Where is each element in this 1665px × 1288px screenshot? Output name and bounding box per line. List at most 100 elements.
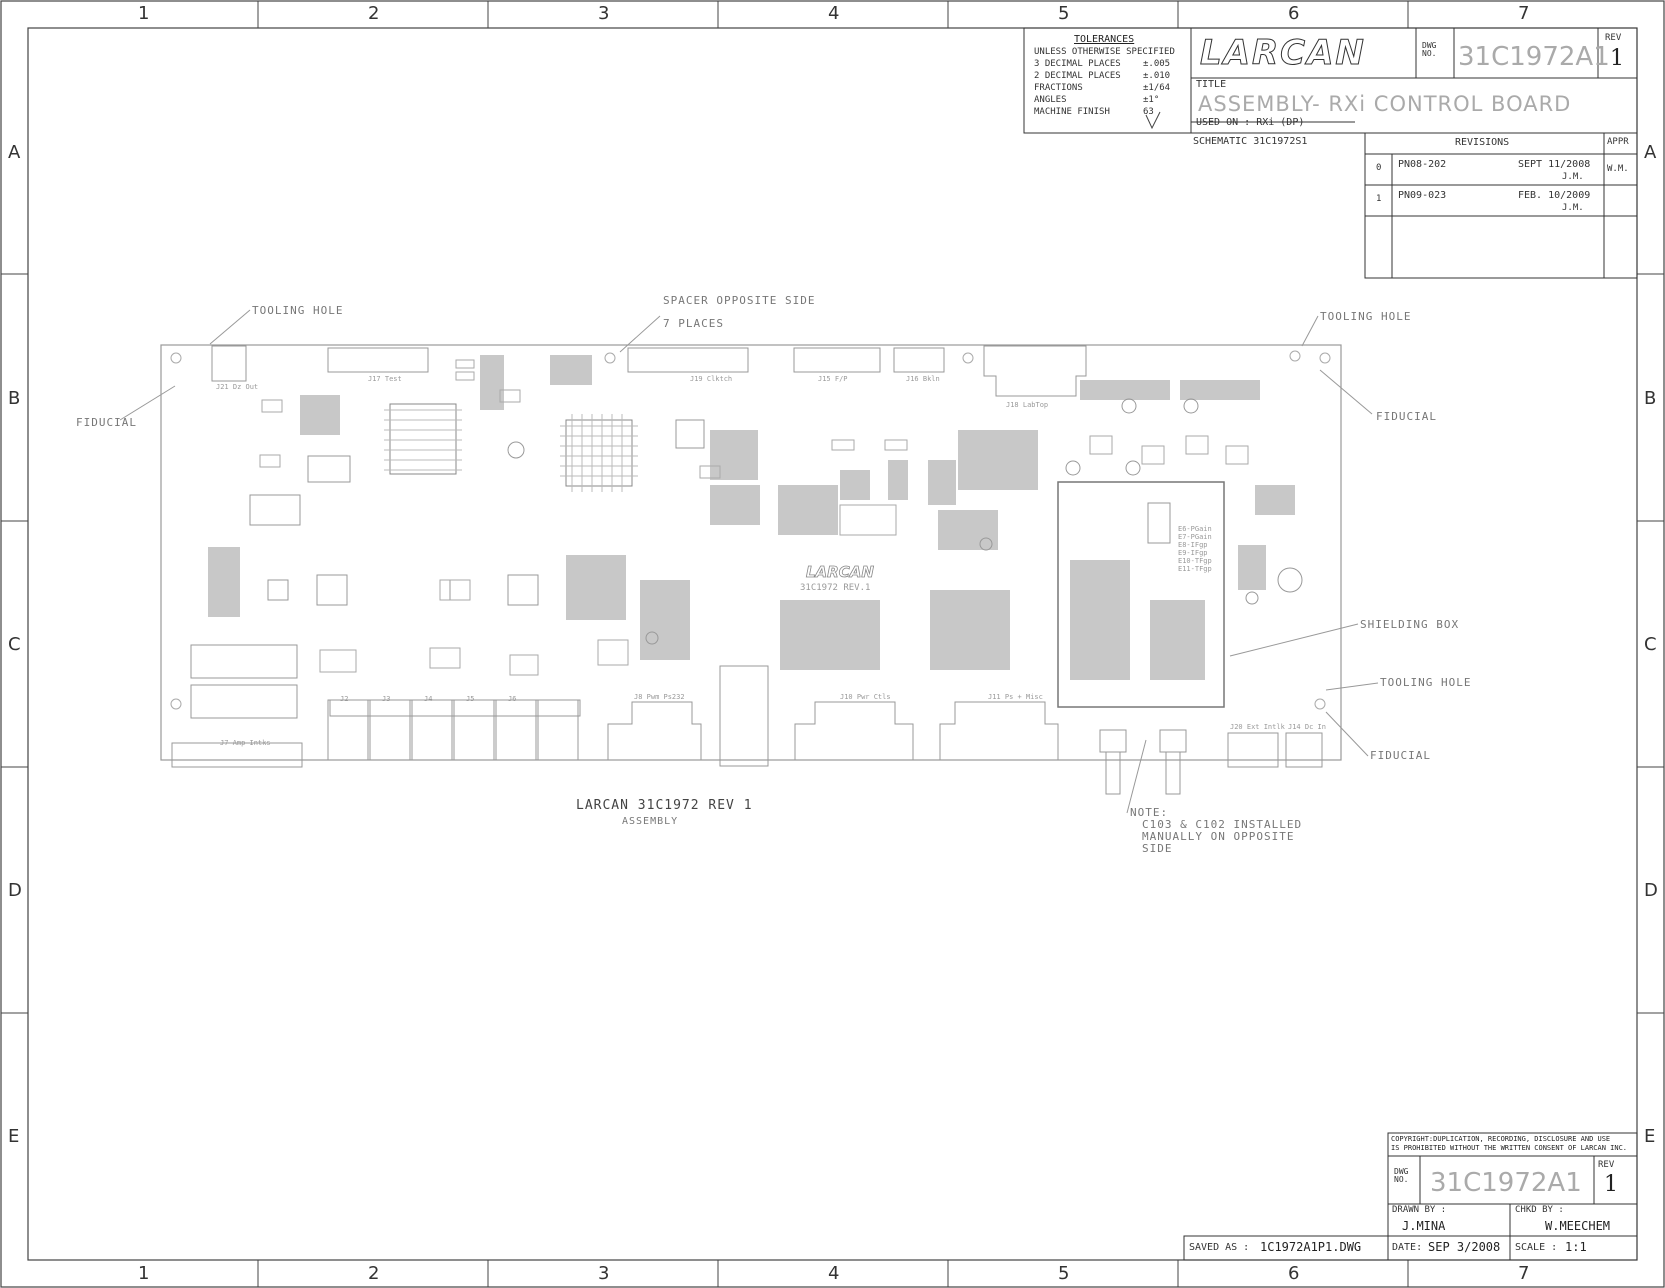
revision-row-0-by: J.M. xyxy=(1562,172,1584,182)
saved-as-label: SAVED AS : xyxy=(1189,1242,1250,1253)
shield-label-5: E11-TFgp xyxy=(1178,565,1212,573)
spacer-label: SPACER OPPOSITE SIDE xyxy=(663,294,816,307)
fiducial-bottom-label: FIDUCIAL xyxy=(1370,749,1431,762)
zone-col-5-bottom: 5 xyxy=(1058,1263,1070,1284)
board-connector-j7: J7 Amp Intks xyxy=(220,739,271,747)
date: SEP 3/2008 xyxy=(1428,1240,1501,1254)
zone-row-b-left: B xyxy=(8,388,21,409)
board-connector-j3: J3 xyxy=(382,695,391,703)
zone-col-3-top: 3 xyxy=(598,3,610,24)
board-connector-j18: J18 LabTop xyxy=(1006,401,1049,409)
board-connector-j4: J4 xyxy=(424,695,433,703)
dwg-no-label-top: DWG NO. xyxy=(1422,41,1437,58)
board-connector-j17: J17 Test xyxy=(368,375,402,383)
zone-col-6-top: 6 xyxy=(1288,3,1300,24)
dwg-no-bottom: 31C1972A1 xyxy=(1430,1168,1582,1198)
zone-row-e-right: E xyxy=(1644,1126,1656,1147)
zone-row-e-left: E xyxy=(8,1126,20,1147)
tolerances-value-4: ±1° xyxy=(1143,95,1160,105)
zone-col-3-bottom: 3 xyxy=(598,1263,610,1284)
revision-row-0-rev: 0 xyxy=(1376,163,1382,173)
board-connector-j19: J19 Clktch xyxy=(690,375,733,383)
rev-label-top: REV xyxy=(1605,33,1622,43)
board-part-number: 31C1972 REV.1 xyxy=(800,583,871,593)
tolerances-value-5: 63 xyxy=(1143,107,1154,117)
note-title: NOTE: xyxy=(1130,806,1169,819)
zone-col-2-top: 2 xyxy=(368,3,380,24)
chkd-by: W.MEECHEM xyxy=(1545,1219,1611,1233)
zone-col-1-top: 1 xyxy=(138,3,150,24)
larcan-logo-title: LARCAN xyxy=(1200,33,1366,73)
assembly-caption: LARCAN 31C1972 REV 1 xyxy=(576,798,753,813)
board-connector-j8: J8 Pwm Ps232 xyxy=(634,693,685,701)
zone-row-d-right: D xyxy=(1644,880,1658,901)
copyright-line-2: IS PROHIBITED WITHOUT THE WRITTEN CONSEN… xyxy=(1391,1144,1628,1152)
zone-col-4-top: 4 xyxy=(828,3,840,24)
shielding-box-label: SHIELDING BOX xyxy=(1360,618,1460,631)
zone-col-2-bottom: 2 xyxy=(368,1263,380,1284)
zone-row-d-left: D xyxy=(8,880,22,901)
board-connector-j21: J21 Dz Out xyxy=(216,383,259,391)
zone-row-a-left: A xyxy=(8,142,21,163)
revision-row-0-date: SEPT 11/2008 xyxy=(1518,159,1591,170)
drawing-title: ASSEMBLY- RXi CONTROL BOARD xyxy=(1198,92,1572,116)
zone-row-b-right: B xyxy=(1644,388,1657,409)
schematic-ref: SCHEMATIC 31C1972S1 xyxy=(1193,136,1308,147)
tooling-hole-mid-label: TOOLING HOLE xyxy=(1380,676,1472,689)
zone-col-1-bottom: 1 xyxy=(138,1263,150,1284)
tolerances-line-2: 2 DECIMAL PLACES xyxy=(1034,71,1121,81)
dwg-no-label-bottom: DWG NO. xyxy=(1394,1167,1409,1184)
board-connector-j2: J2 xyxy=(340,695,349,703)
board-logo: LARCAN xyxy=(806,563,875,581)
copyright-line-1: COPYRIGHT:DUPLICATION, RECORDING, DISCLO… xyxy=(1391,1135,1611,1143)
board-connector-j15: J15 F/P xyxy=(818,375,848,383)
zone-col-7-bottom: 7 xyxy=(1518,1263,1530,1284)
shield-label-2: E8-IFgp xyxy=(1178,541,1208,549)
revisions-appr-header: APPR xyxy=(1607,137,1629,147)
zone-col-4-bottom: 4 xyxy=(828,1263,840,1284)
tolerances-line-1: 3 DECIMAL PLACES xyxy=(1034,59,1121,69)
rev-bottom: 1 xyxy=(1604,1172,1618,1197)
tolerances-title: TOLERANCES xyxy=(1074,34,1135,45)
title-label: TITLE xyxy=(1196,79,1227,90)
shield-label-1: E7-PGain xyxy=(1178,533,1212,541)
shield-label-3: E9-IFgp xyxy=(1178,549,1208,557)
shield-label-0: E6-PGain xyxy=(1178,525,1212,533)
rev-label-bottom: REV xyxy=(1598,1160,1615,1170)
revision-row-1-pn: PN09-023 xyxy=(1398,190,1447,201)
rev-top: 1 xyxy=(1610,46,1624,71)
scale-label: SCALE : xyxy=(1515,1242,1558,1253)
revision-row-1-date: FEB. 10/2009 xyxy=(1518,190,1591,201)
date-label: DATE: xyxy=(1392,1242,1423,1253)
assembly-caption-sub: ASSEMBLY xyxy=(622,816,679,827)
tolerances-value-2: ±.010 xyxy=(1143,71,1171,81)
drawn-by: J.MINA xyxy=(1402,1219,1446,1233)
zone-row-c-right: C xyxy=(1644,634,1657,655)
zone-col-5-top: 5 xyxy=(1058,3,1070,24)
board-connector-j14: J14 Dc In xyxy=(1288,723,1326,731)
tolerances-value-1: ±.005 xyxy=(1143,59,1171,69)
fiducial-left-label: FIDUCIAL xyxy=(76,416,137,429)
zone-col-7-top: 7 xyxy=(1518,3,1530,24)
note-line-2: SIDE xyxy=(1142,842,1173,855)
tooling-hole-right-label: TOOLING HOLE xyxy=(1320,310,1412,323)
drawn-by-label: DRAWN BY : xyxy=(1392,1205,1447,1215)
revision-row-1-by: J.M. xyxy=(1562,203,1584,213)
used-on: USED ON : RXi (DP) xyxy=(1196,117,1305,128)
shield-label-4: E10-TFgp xyxy=(1178,557,1212,565)
note-line-0: C103 & C102 INSTALLED xyxy=(1142,818,1303,831)
revision-row-0-pn: PN08-202 xyxy=(1398,159,1447,170)
tolerances-line-4: ANGLES xyxy=(1034,95,1067,105)
tooling-hole-left-label: TOOLING HOLE xyxy=(252,304,344,317)
revision-row-1-rev: 1 xyxy=(1376,194,1382,204)
board-connector-j20: J20 Ext Intlk xyxy=(1230,723,1285,731)
note-line-1: MANUALLY ON OPPOSITE xyxy=(1142,830,1295,843)
tolerances-line-0: UNLESS OTHERWISE SPECIFIED xyxy=(1034,47,1175,57)
saved-as: 1C1972A1P1.DWG xyxy=(1260,1240,1362,1254)
scale: 1:1 xyxy=(1565,1240,1587,1254)
